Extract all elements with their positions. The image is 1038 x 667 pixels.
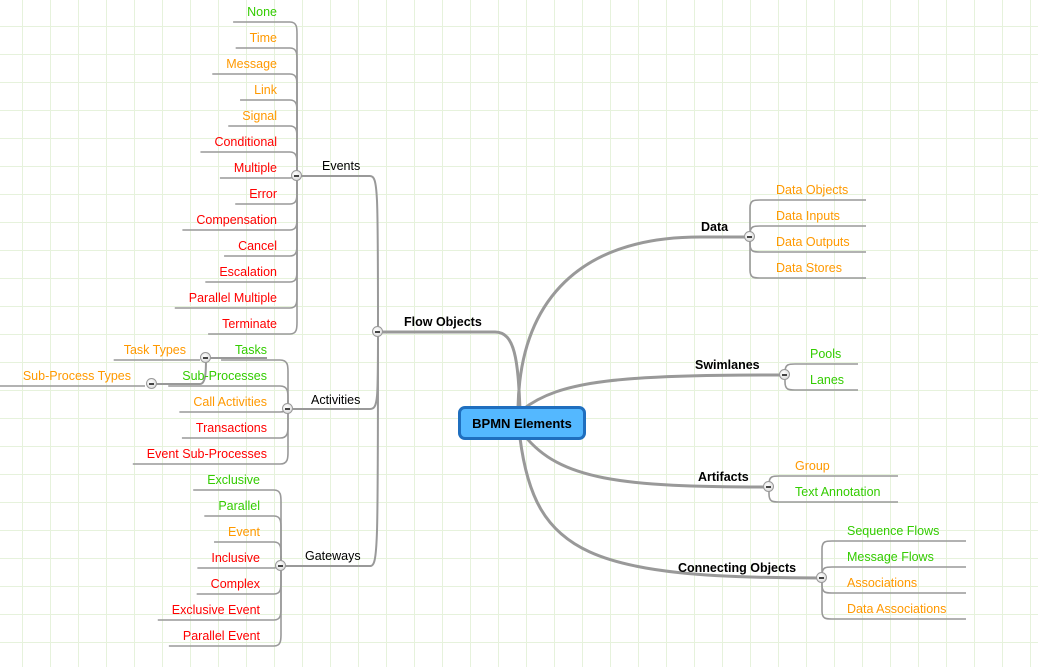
topic-multiple[interactable]: Multiple <box>233 161 277 175</box>
collapse-sub-processes-icon[interactable] <box>146 378 157 389</box>
flow-objects-node[interactable]: Flow Objects <box>404 315 482 329</box>
topic-time[interactable]: Time <box>249 31 277 45</box>
topic-parallel-multiple[interactable]: Parallel Multiple <box>188 291 277 305</box>
topic-group[interactable]: Group <box>795 459 830 473</box>
events-node[interactable]: Events <box>322 159 361 173</box>
swimlanes-node[interactable]: Swimlanes <box>695 358 760 372</box>
data-node[interactable]: Data <box>701 220 729 234</box>
topic-lanes[interactable]: Lanes <box>810 373 845 387</box>
collapse-flow-objects-icon[interactable] <box>372 326 383 337</box>
topic-event[interactable]: Event <box>228 525 260 539</box>
topic-pools[interactable]: Pools <box>810 347 842 361</box>
topic-parallel[interactable]: Parallel <box>218 499 260 513</box>
topic-data-objects[interactable]: Data Objects <box>776 183 849 197</box>
topic-data-stores[interactable]: Data Stores <box>776 261 843 275</box>
topic-text-annotation[interactable]: Text Annotation <box>795 485 881 499</box>
topic-message[interactable]: Message <box>226 57 277 71</box>
topic-call-activities[interactable]: Call Activities <box>193 395 267 409</box>
collapse-events-icon[interactable] <box>291 170 302 181</box>
topic-cancel[interactable]: Cancel <box>238 239 277 253</box>
topic-error[interactable]: Error <box>249 187 277 201</box>
topic-data-inputs[interactable]: Data Inputs <box>776 209 840 223</box>
topic-inclusive[interactable]: Inclusive <box>211 551 260 565</box>
activities-node[interactable]: Activities <box>311 393 361 407</box>
topic-message-flows[interactable]: Message Flows <box>847 550 934 564</box>
topic-signal[interactable]: Signal <box>242 109 277 123</box>
topic-sub-process-types[interactable]: Sub-Process Types <box>22 369 131 383</box>
collapse-data-icon[interactable] <box>744 231 755 242</box>
topic-complex[interactable]: Complex <box>210 577 260 591</box>
topic-exclusive-event[interactable]: Exclusive Event <box>171 603 260 617</box>
topic-sub-processes[interactable]: Sub-Processes <box>182 369 267 383</box>
topic-escalation[interactable]: Escalation <box>219 265 277 279</box>
topic-task-types[interactable]: Task Types <box>123 343 186 357</box>
topic-parallel-event[interactable]: Parallel Event <box>182 629 260 643</box>
topic-terminate[interactable]: Terminate <box>222 317 277 331</box>
topic-none[interactable]: None <box>247 5 277 19</box>
collapse-swimlanes-icon[interactable] <box>779 369 790 380</box>
topic-link[interactable]: Link <box>254 83 277 97</box>
topic-exclusive[interactable]: Exclusive <box>207 473 260 487</box>
connecting-objects-node[interactable]: Connecting Objects <box>678 561 797 575</box>
topic-transactions[interactable]: Transactions <box>195 421 267 435</box>
topic-data-outputs[interactable]: Data Outputs <box>776 235 850 249</box>
topic-compensation[interactable]: Compensation <box>196 213 277 227</box>
collapse-gateways-icon[interactable] <box>275 560 286 571</box>
artifacts-node[interactable]: Artifacts <box>698 470 749 484</box>
topic-conditional[interactable]: Conditional <box>214 135 277 149</box>
collapse-artifacts-icon[interactable] <box>763 481 774 492</box>
topic-data-associations[interactable]: Data Associations <box>847 602 947 616</box>
collapse-activities-icon[interactable] <box>282 403 293 414</box>
topic-sequence-flows[interactable]: Sequence Flows <box>847 524 940 538</box>
topic-tasks[interactable]: Tasks <box>235 343 267 357</box>
collapse-tasks-icon[interactable] <box>200 352 211 363</box>
central-topic[interactable]: BPMN Elements <box>458 406 586 440</box>
gateways-node[interactable]: Gateways <box>305 549 361 563</box>
central-topic-label: BPMN Elements <box>472 415 572 431</box>
topic-event-sub-processes[interactable]: Event Sub-Processes <box>146 447 267 461</box>
topic-associations[interactable]: Associations <box>847 576 918 590</box>
collapse-connecting-objects-icon[interactable] <box>816 572 827 583</box>
